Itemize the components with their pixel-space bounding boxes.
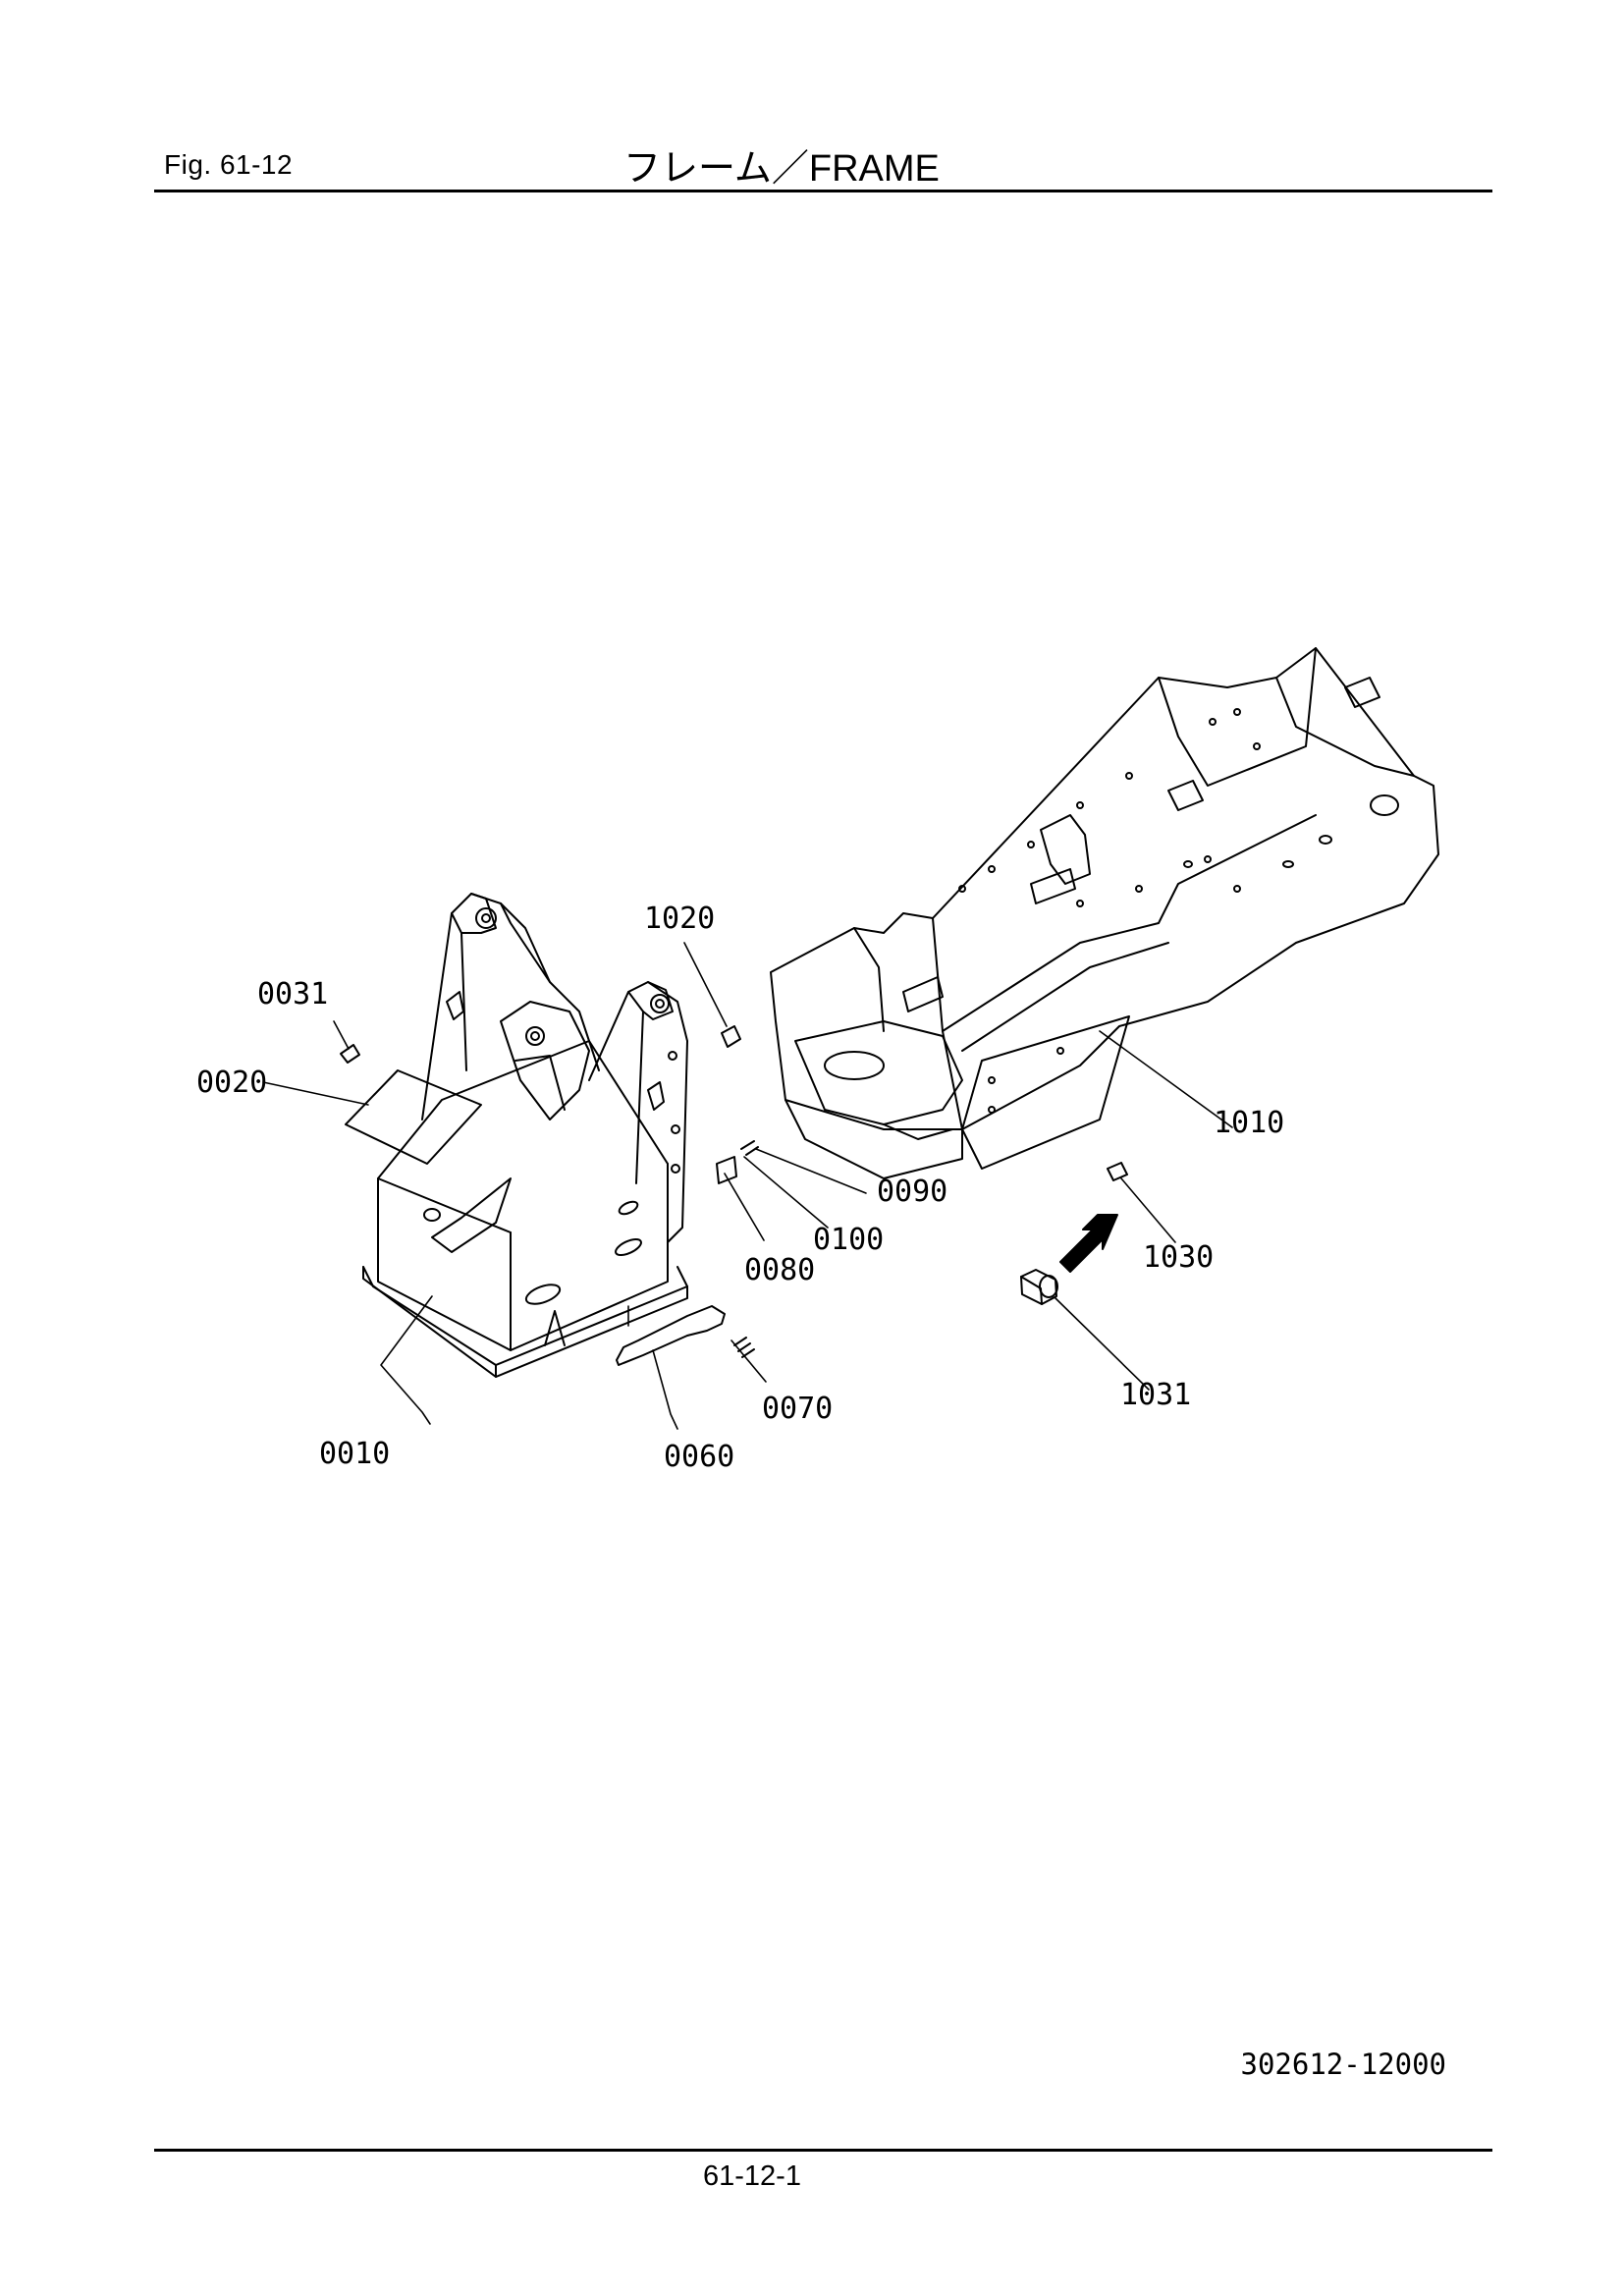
bolt-0090-drawing (740, 1140, 759, 1156)
callout-0100: 0100 (813, 1223, 884, 1257)
callout-0010: 0010 (319, 1437, 390, 1471)
callout-0031: 0031 (257, 977, 328, 1011)
figure-label: Fig. 61-12 (164, 149, 294, 180)
leader-lines (262, 942, 1233, 1430)
callout-1030: 1030 (1143, 1240, 1214, 1275)
plug-1030-drawing (1107, 1162, 1128, 1181)
page-number: 61-12-1 (703, 2160, 801, 2192)
callout-1020: 1020 (644, 902, 715, 936)
page-title: フレーム／FRAME (623, 148, 940, 190)
document-number: 302612-12000 (1240, 2048, 1446, 2081)
cover-plate-drawing (345, 1069, 482, 1165)
bolt-1031-drawing (1020, 1269, 1058, 1305)
footer-rule (154, 2149, 1492, 2152)
callout-0020: 0020 (196, 1066, 267, 1100)
callout-0080: 0080 (744, 1253, 815, 1287)
main-frame-drawing (721, 647, 1439, 1179)
bracket-0080-drawing (716, 1156, 737, 1184)
callout-0070: 0070 (762, 1392, 833, 1426)
callout-0090: 0090 (877, 1175, 947, 1209)
callout-1010: 1010 (1214, 1106, 1284, 1140)
bolt-0031-drawing (340, 1044, 360, 1064)
header-rule (154, 190, 1492, 192)
callout-1031: 1031 (1120, 1378, 1191, 1412)
hose-drawing (616, 1305, 726, 1366)
swing-bracket-drawing (362, 893, 688, 1378)
arrow-icon (1059, 1214, 1118, 1273)
callout-0060: 0060 (664, 1440, 734, 1474)
